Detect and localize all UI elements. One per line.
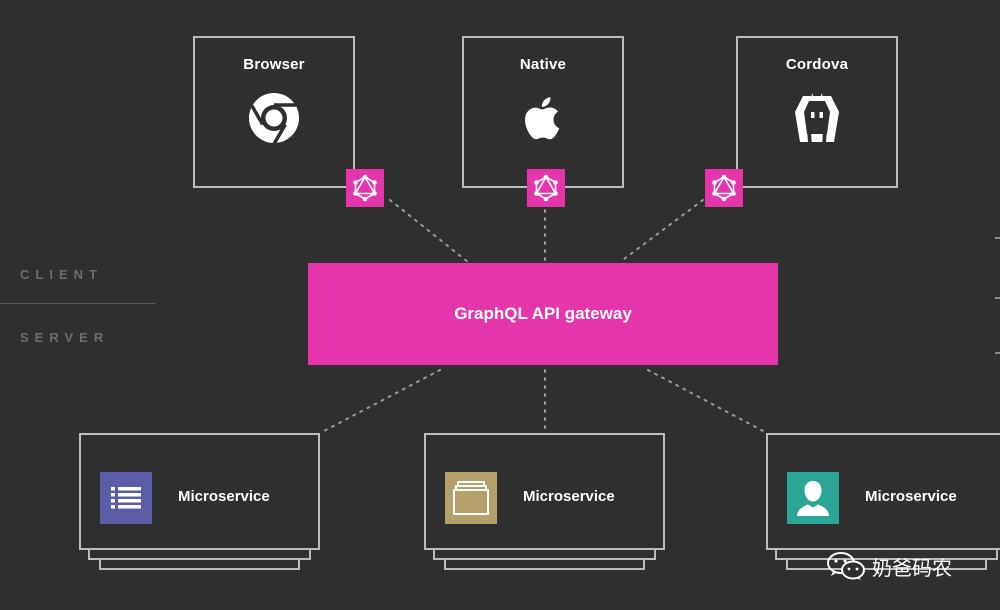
graphql-gateway: GraphQL API gateway [308,263,778,365]
client-title: Native [519,56,567,73]
edge-mark [995,352,1000,354]
stack-layer [99,558,300,570]
edge-mark [995,297,1000,299]
client-box-native: Native [462,36,624,188]
cordova-icon [789,90,845,146]
graphql-icon [705,169,743,207]
client-box-browser: Browser [193,36,355,188]
wechat-icon [827,552,865,580]
user-icon [787,472,839,524]
zone-divider [0,303,155,304]
gateway-label: GraphQL API gateway [454,304,632,323]
connector-ms-3 [647,369,766,433]
microservice-card-1: Microservice [79,433,320,573]
client-title: Cordova [785,56,849,73]
connector-cordova [619,199,704,263]
connector-ms-1 [321,369,441,433]
client-zone-label: CLIENT [20,267,103,282]
layers-icon [445,472,497,524]
watermark: 奶爸码农 [826,551,952,581]
client-box-cordova: Cordova [736,36,898,188]
watermark-text: 奶爸码农 [872,555,952,580]
client-title: Browser [243,56,305,73]
graphql-icon [346,169,384,207]
stack-layer [433,548,656,560]
apple-icon [515,90,571,146]
microservice-front: Microservice [766,433,1000,550]
connector-browser [389,199,469,263]
graphql-icon [527,169,565,207]
list-icon [100,472,152,524]
microservice-label: Microservice [523,488,615,505]
microservice-label: Microservice [865,488,957,505]
microservice-front: Microservice [424,433,665,550]
microservice-card-2: Microservice [424,433,665,573]
microservice-front: Microservice [79,433,320,550]
stack-layer [88,548,311,560]
edge-mark [995,237,1000,239]
stack-layer [444,558,645,570]
microservice-card-3: Microservice [766,433,1000,573]
server-zone-label: SERVER [20,330,110,345]
chrome-icon [246,90,302,146]
microservice-label: Microservice [178,488,270,505]
